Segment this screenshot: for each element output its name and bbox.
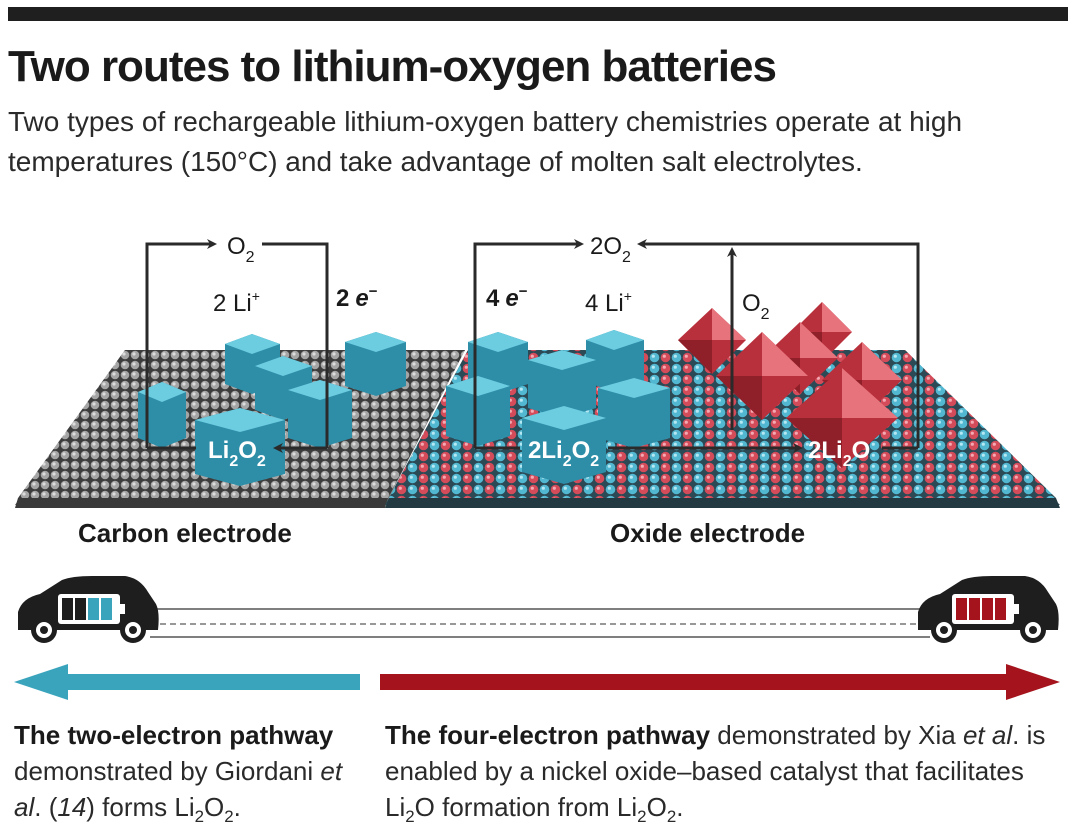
battery-low-icon [58, 594, 125, 624]
o2-outflow-arrow [473, 239, 584, 448]
figure-title: Two routes to lithium-oxygen batteries [8, 42, 777, 91]
octa-crystal [678, 308, 746, 374]
four-electron-direction-arrow [380, 664, 1060, 700]
right-o2-up-label: O2 [742, 290, 770, 323]
hex-crystal [288, 380, 352, 448]
left-o2-label: O2 [227, 233, 255, 266]
top-rule [8, 7, 1068, 21]
o2-flow-arrow [145, 239, 217, 448]
range-road [150, 608, 930, 638]
octa-crystal [786, 368, 898, 468]
right-product2-label: 2Li2O [808, 437, 870, 470]
car-left-icon [18, 576, 159, 643]
right-o2-label: 2O2 [590, 233, 631, 266]
o2-return-arrow [637, 239, 920, 448]
left-product-label: Li2O2 [208, 437, 266, 470]
octa-crystal [716, 332, 808, 420]
four-electron-caption: The four-electron pathway demonstrated b… [385, 720, 1046, 826]
li2o-crystals [678, 302, 902, 468]
hex-crystal [522, 406, 606, 484]
li2o2-crystals [138, 330, 670, 486]
two-electron-caption: The two-electron pathway demonstrated by… [14, 720, 343, 826]
hex-crystal [586, 330, 644, 392]
hex-crystal [345, 332, 406, 396]
carbon-electrode-label: Carbon electrode [78, 518, 292, 548]
oxide-cycle-arrows [473, 239, 920, 453]
left-li-label: 2 Li+ [213, 288, 260, 317]
right-product1-label: 2Li2O2 [528, 437, 599, 470]
hex-crystal [528, 350, 596, 418]
hex-crystal [195, 408, 285, 486]
hex-crystal [138, 382, 186, 448]
car-right-icon [918, 576, 1059, 643]
hex-crystal [598, 378, 670, 448]
hex-crystal [446, 376, 510, 446]
figure-subtitle: Two types of rechargeable lithium-oxygen… [8, 106, 963, 177]
o2-return-line [262, 242, 329, 448]
carbon-cycle-arrows [145, 239, 329, 453]
right-li-label: 4 Li+ [585, 288, 632, 317]
battery-full-icon [952, 594, 1019, 624]
two-electron-direction-arrow [14, 664, 360, 700]
oxide-electrode-label: Oxide electrode [610, 518, 806, 548]
